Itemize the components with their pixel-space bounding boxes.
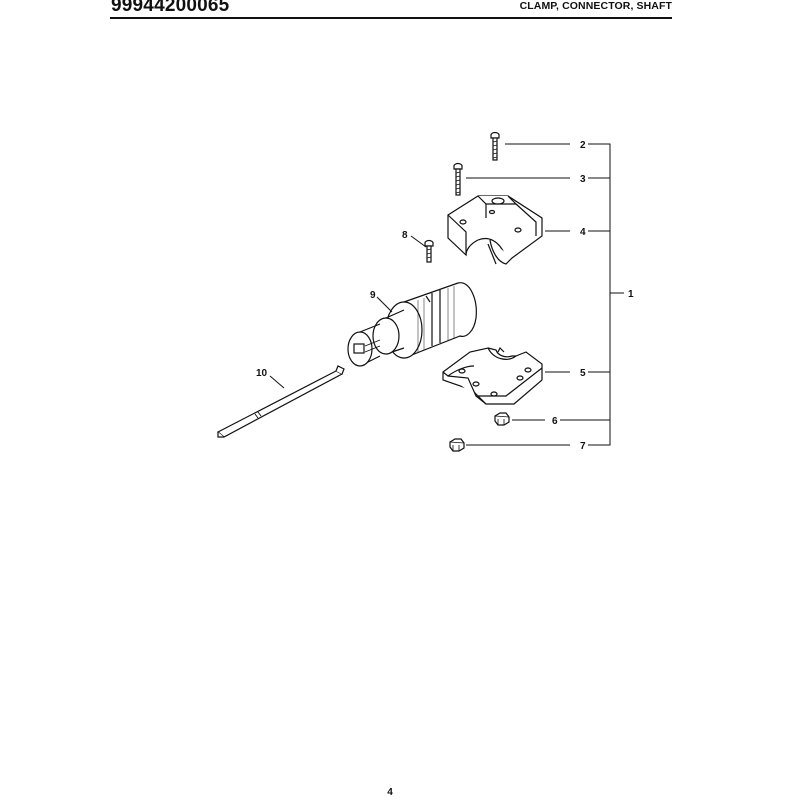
part-number: 99944200065 <box>111 0 230 16</box>
callout-10: 10 <box>256 368 268 379</box>
callout-2: 2 <box>580 140 586 151</box>
callout-4: 4 <box>580 227 586 238</box>
callout-3: 3 <box>580 174 586 185</box>
part-connector-9 <box>347 282 477 367</box>
page-number: 4 <box>387 787 393 798</box>
callout-7: 7 <box>580 441 586 452</box>
page-title: CLAMP, CONNECTOR, SHAFT <box>519 0 672 12</box>
part-shaft-10 <box>216 365 345 438</box>
callout-9: 9 <box>370 290 376 301</box>
header-rule <box>110 17 672 19</box>
callout-1: 1 <box>628 289 634 300</box>
part-screw-3 <box>453 162 463 196</box>
part-screw-8 <box>424 239 434 263</box>
part-nut-6 <box>494 412 510 426</box>
callout-8: 8 <box>402 230 408 241</box>
part-screw-2 <box>490 131 500 161</box>
callout-5: 5 <box>580 368 586 379</box>
callout-6: 6 <box>552 416 558 427</box>
part-clamp-bottom-5 <box>442 346 543 405</box>
part-nut-7 <box>449 438 465 452</box>
part-clamp-top-4 <box>447 195 543 265</box>
